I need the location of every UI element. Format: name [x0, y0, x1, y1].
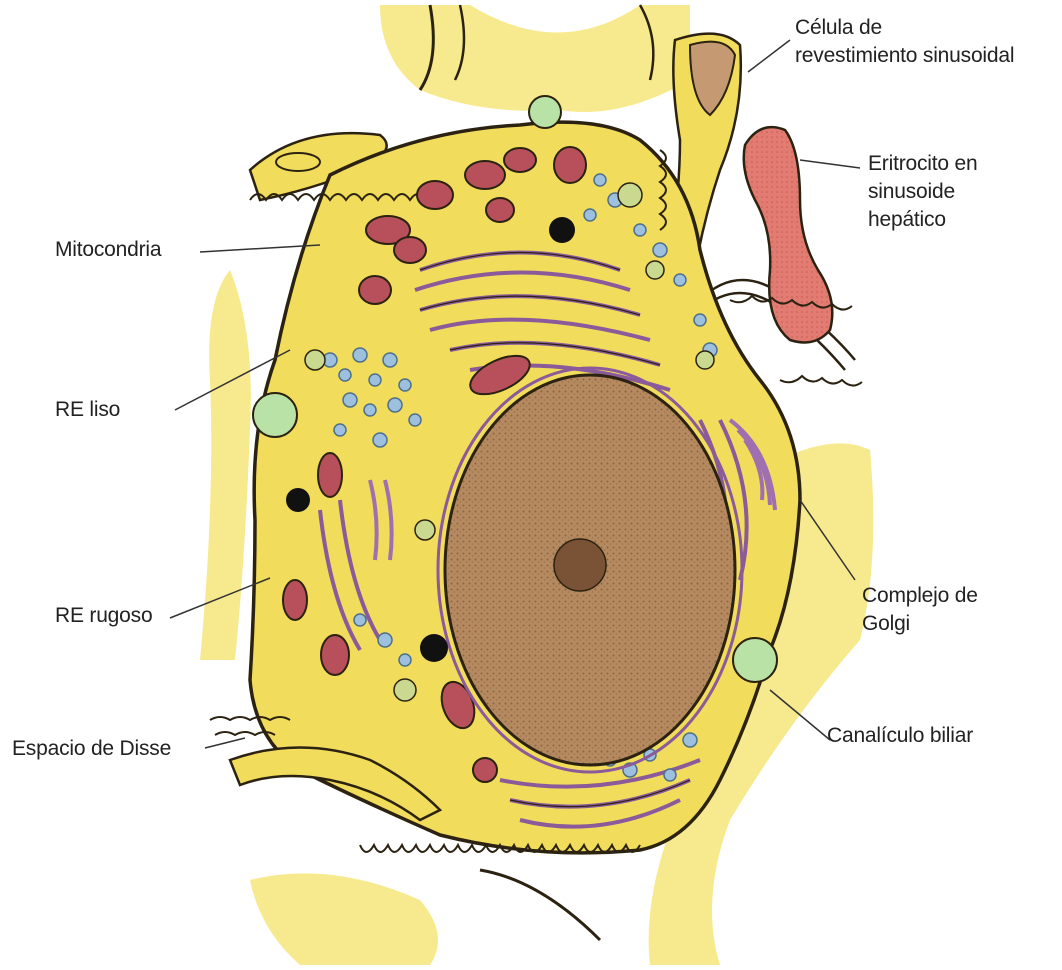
label-smooth-er: RE liso	[55, 396, 120, 424]
erythrocyte	[744, 127, 833, 342]
label-mitochondria: Mitocondria	[55, 236, 161, 264]
label-sinusoidal-lining-cell: Célula de revestimiento sinusoidal	[795, 14, 1014, 70]
label-golgi-complex: Complejo de Golgi	[862, 582, 978, 638]
label-rough-er: RE rugoso	[55, 602, 152, 630]
label-erythrocyte: Eritrocito en sinusoide hepático	[868, 150, 977, 234]
label-space-of-disse: Espacio de Disse	[12, 735, 171, 763]
label-bile-canaliculus: Canalículo biliar	[827, 722, 973, 750]
